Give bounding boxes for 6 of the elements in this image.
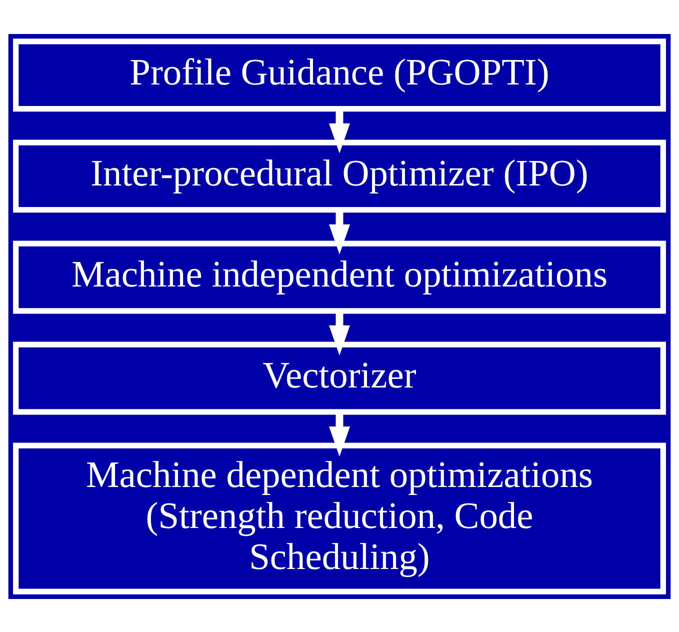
node-box: Inter-procedural Optimizer (IPO) (13, 139, 666, 212)
node-box: Machine dependent optimizations (Strength reduction, Code Scheduling) (13, 442, 666, 594)
arrow (328, 412, 350, 456)
node-box: Vectorizer (13, 341, 666, 414)
node-box: Machine independent optimizations (13, 240, 666, 314)
node-box: Profile Guidance (PGOPTI) (13, 38, 666, 112)
